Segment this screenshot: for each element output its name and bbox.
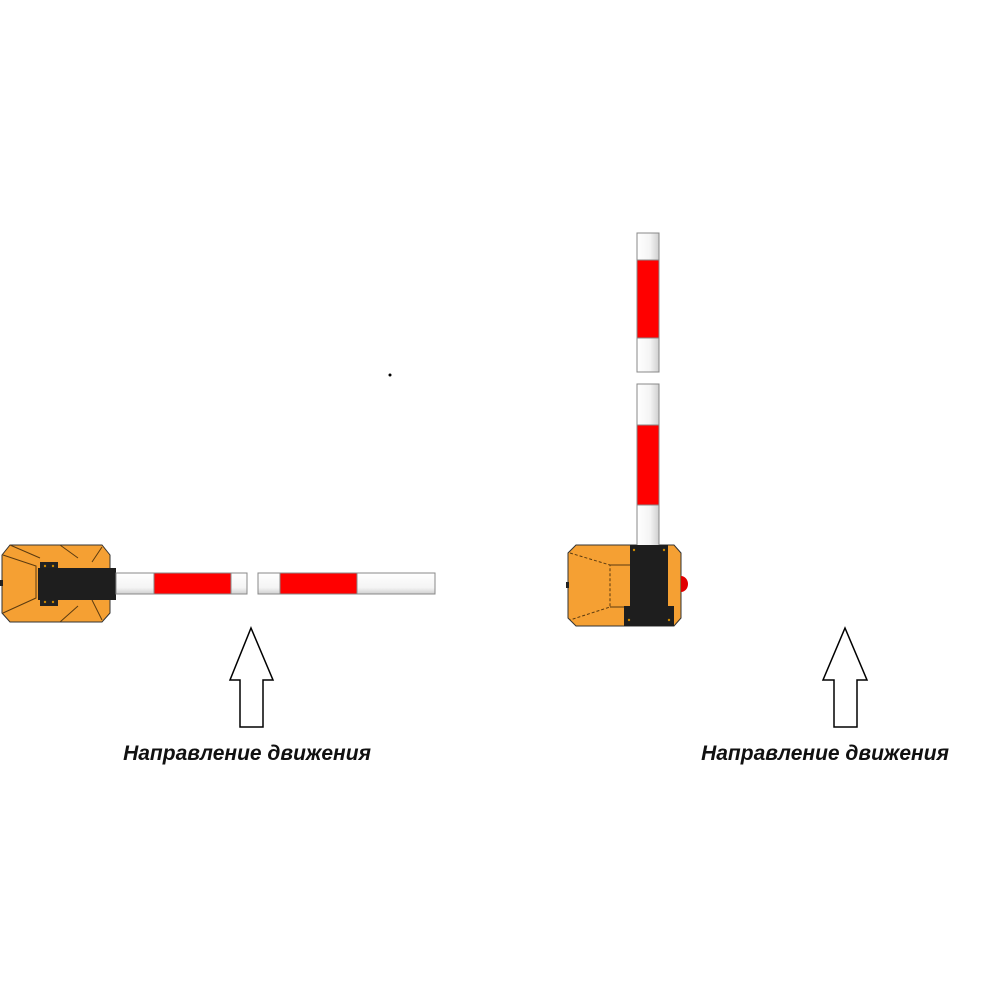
barrier-open: [566, 232, 869, 728]
boom-horizontal: [115, 572, 436, 595]
signal-lamp: [681, 576, 688, 592]
direction-caption-right: Направление движения: [701, 742, 949, 765]
arrow-up-icon: [821, 626, 869, 728]
dot-mark: [388, 373, 392, 377]
barrier-closed: [0, 373, 436, 728]
boom-vertical: [636, 232, 660, 547]
boom-arm-mount: [38, 562, 116, 606]
arrow-up-icon: [228, 626, 275, 728]
direction-caption-left: Направление движения: [123, 742, 371, 765]
boom-arm-mount: [624, 545, 674, 626]
